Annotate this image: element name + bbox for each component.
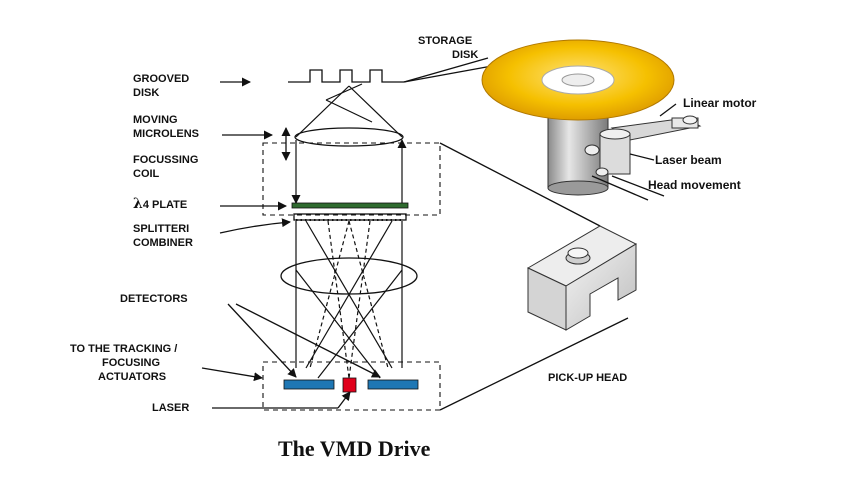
label-detectors: DETECTORS	[120, 293, 188, 305]
spindle-motor-base	[547, 180, 609, 196]
storage-disk-leader-a	[403, 57, 489, 83]
label-focussing-coil-line2: COIL	[133, 168, 160, 180]
laser-head-top	[599, 128, 631, 140]
ray-dashed-d	[348, 220, 389, 369]
detector-left	[283, 379, 335, 390]
disk-hub-ring	[561, 73, 595, 87]
linear-motor-knob	[682, 115, 698, 125]
label-lambda: λ	[133, 196, 143, 212]
label-pickup-head: PICK-UP HEAD	[548, 372, 627, 384]
head-rail-a	[591, 175, 649, 201]
grooved-disk-profile	[288, 69, 404, 83]
arrow-detectors-a	[227, 303, 297, 378]
ray-left-upper	[295, 85, 350, 138]
ray-cross-d	[317, 269, 403, 379]
label-storage-disk-line1: STORAGE	[418, 35, 472, 47]
label-tracking-line1: TO THE TRACKING /	[70, 343, 177, 355]
storage-disk-leader-b	[403, 65, 493, 83]
detector-right	[367, 379, 419, 390]
microlens	[294, 127, 404, 147]
pickup-connector-top	[439, 142, 601, 227]
label-tracking-line2: FOCUSING	[102, 357, 160, 369]
head-rail-b	[611, 175, 665, 197]
laser-beam-line	[629, 153, 655, 161]
arrow-laser	[337, 391, 351, 409]
ray-right-upper	[348, 85, 403, 138]
label-plate-text: 4 PLATE	[143, 199, 187, 211]
ray-diag-a	[325, 83, 363, 101]
label-quarter-wave-plate: λ4 PLATE	[133, 196, 187, 212]
ray-dashed-b	[348, 220, 371, 379]
objective-lens	[280, 257, 418, 295]
label-grooved-disk-line1: GROOVED	[133, 73, 189, 85]
label-head-movement: Head movement	[648, 178, 741, 192]
label-laser-beam: Laser beam	[655, 153, 722, 167]
label-grooved-disk-line2: DISK	[133, 87, 159, 99]
label-storage-disk-line2: DISK	[452, 49, 478, 61]
label-moving-microlens-line1: MOVING	[133, 114, 178, 126]
laser-head-lower-knob	[595, 167, 609, 177]
arrow-splitter	[219, 218, 291, 234]
label-moving-microlens-line2: MICROLENS	[133, 128, 199, 140]
laser-head-side-knob	[584, 144, 600, 156]
label-splitter-line1: SPLITTERI	[133, 223, 189, 235]
pickup-head-side	[565, 243, 637, 331]
pickup-connector-bottom	[439, 317, 629, 411]
detector-laser-box	[262, 361, 441, 411]
ray-diag-b	[325, 99, 373, 123]
laser-diode	[342, 377, 357, 393]
figure-caption: The VMD Drive	[278, 436, 431, 461]
pickup-head-lens	[567, 247, 589, 259]
linear-motor-leader	[659, 103, 677, 117]
label-laser: LASER	[152, 402, 189, 414]
arrow-detectors-b	[235, 303, 381, 378]
ray-dashed-a	[327, 220, 350, 379]
ray-dashed-c	[309, 220, 350, 369]
quarter-wave-plate	[291, 202, 409, 209]
label-linear-motor: Linear motor	[683, 96, 757, 110]
label-splitter-line2: COMBINER	[133, 237, 193, 249]
label-focussing-coil-line1: FOCUSSING	[133, 154, 198, 166]
label-tracking-line3: ACTUATORS	[98, 371, 166, 383]
arrow-tracking	[201, 367, 263, 382]
ray-cross-c	[295, 269, 381, 379]
focussing-coil-box	[262, 142, 441, 216]
